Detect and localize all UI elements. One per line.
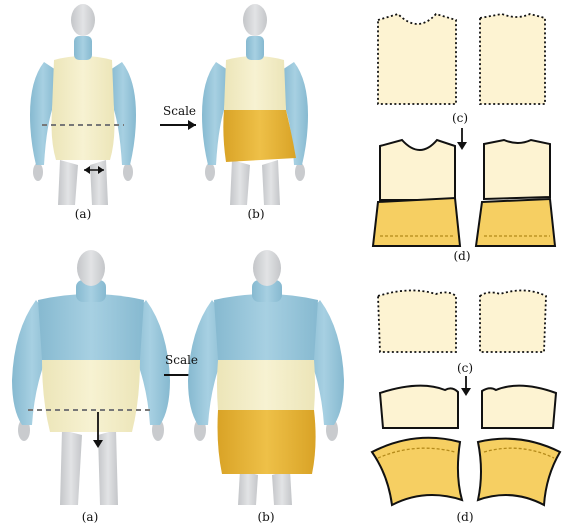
bottom-patterns-c — [378, 290, 546, 396]
top-figure-a — [30, 4, 136, 205]
top-scale-label: Scale — [163, 104, 196, 118]
caption-top-a: (a) — [75, 207, 92, 221]
caption-bottom-b: (b) — [257, 510, 274, 524]
caption-top-c: (c) — [452, 111, 468, 125]
caption-bottom-c: (c) — [457, 361, 473, 375]
caption-top-b: (b) — [247, 207, 264, 221]
top-patterns-c — [378, 14, 545, 150]
caption-top-d: (d) — [453, 249, 470, 263]
bottom-patterns-d — [372, 386, 560, 505]
caption-bottom-a: (a) — [82, 510, 99, 524]
caption-bottom-d: (d) — [456, 510, 473, 524]
bottom-figure-b — [188, 250, 344, 505]
bottom-figure-a — [12, 250, 170, 505]
top-figure-b — [202, 4, 308, 205]
top-patterns-d — [373, 140, 555, 246]
bottom-scale-label: Scale — [165, 353, 198, 367]
top-scale-arrow — [160, 120, 196, 130]
